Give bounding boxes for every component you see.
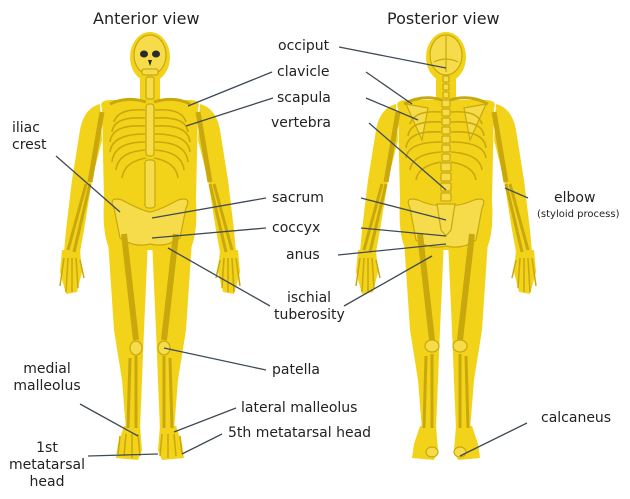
label-elbow-note: (styloid process) [537,209,619,221]
label-iliac-crest-line2: crest [12,137,47,154]
leader-lateral-malleolus [174,408,236,432]
patella-left [130,341,142,355]
label-anus: anus [286,247,320,264]
posterior-figure [356,32,536,460]
label-first-metatarsal-head: 1st metatarsal head [4,440,90,491]
leader-clavicle-posterior [366,72,412,104]
label-coccyx: coccyx [272,220,320,237]
leader-clavicle [188,72,272,106]
eye-socket-left [140,51,148,58]
label-first-metatarsal-head-line1: 1st [4,440,90,457]
leader-fifth-metatarsal-head [182,434,222,454]
label-calcaneus: calcaneus [541,410,611,427]
cervical-spine [146,77,154,99]
anterior-view-title: Anterior view [93,9,200,28]
posterior-view-title: Posterior view [387,9,500,28]
label-iliac-crest-line1: iliac [12,120,47,137]
label-clavicle: clavicle [277,64,330,81]
label-patella: patella [272,362,320,379]
label-elbow: elbow [554,190,595,207]
knee-back-right [453,340,467,352]
eye-socket-right [152,51,160,58]
label-first-metatarsal-head-line3: head [4,474,90,491]
posterior-skeleton [356,35,536,457]
label-occiput: occiput [278,38,329,55]
label-fifth-metatarsal-head: 5th metatarsal head [228,425,371,442]
label-ischial-tuberosity: ischial tuberosity [274,290,344,324]
sternum [146,104,154,156]
label-medial-malleolus-line1: medial [10,361,84,378]
lumbar-spine [145,160,155,208]
label-ischial-tuberosity-line1: ischial [274,290,344,307]
label-ischial-tuberosity-line2: tuberosity [274,307,344,324]
label-iliac-crest: iliac crest [12,120,47,154]
label-medial-malleolus-line2: malleolus [10,378,84,395]
label-medial-malleolus: medial malleolus [10,361,84,395]
label-sacrum: sacrum [272,190,324,207]
label-first-metatarsal-head-line2: metatarsal [4,457,90,474]
label-lateral-malleolus: lateral malleolus [241,400,357,417]
knee-back-left [425,340,439,352]
label-vertebra: vertebra [271,115,331,132]
label-scapula: scapula [277,90,331,107]
jaw [142,69,158,75]
calcaneus-left [426,447,438,457]
